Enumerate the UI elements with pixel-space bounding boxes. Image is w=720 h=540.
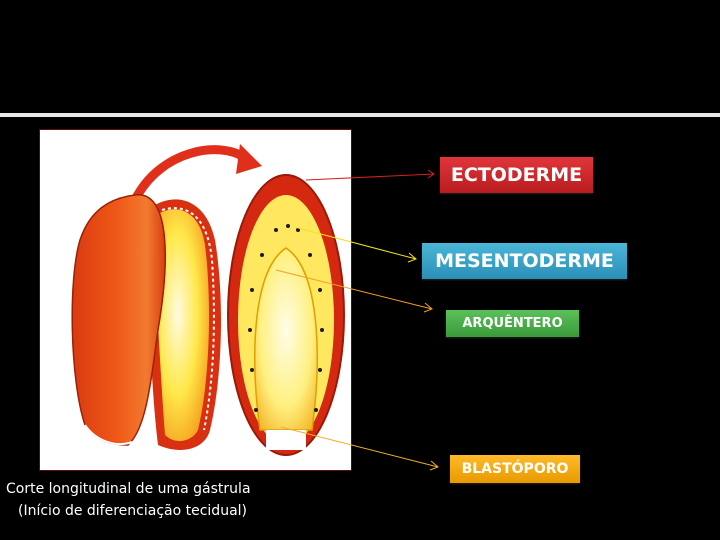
gastrula-half-section (145, 199, 222, 450)
ectoderme-label: ECTODERME (440, 157, 593, 193)
arquentero-label: ARQUÊNTERO (446, 310, 579, 337)
arquentero-pointer (275, 269, 433, 310)
mesentoderme-label: MESENTODERME (422, 243, 627, 279)
mesentoderme-pointer (297, 227, 417, 260)
ectoderme-pointer (305, 173, 435, 181)
gastrula-figure (39, 129, 352, 471)
gastrula-illustration (71, 144, 345, 456)
blastoporo-pointer (280, 426, 439, 468)
caption-line-1: Corte longitudinal de uma gástrula (6, 481, 251, 497)
caption-line-2: (Início de diferenciação tecidual) (18, 503, 247, 519)
figure-caption: Corte longitudinal de uma gástrula (Iníc… (6, 478, 251, 522)
curved-arrow-icon (130, 144, 262, 203)
title-divider (0, 113, 720, 117)
gastrula-exterior (71, 194, 166, 446)
gastrula-cross-section (227, 174, 345, 456)
blastoporo-label: BLASTÓPORO (450, 455, 580, 483)
